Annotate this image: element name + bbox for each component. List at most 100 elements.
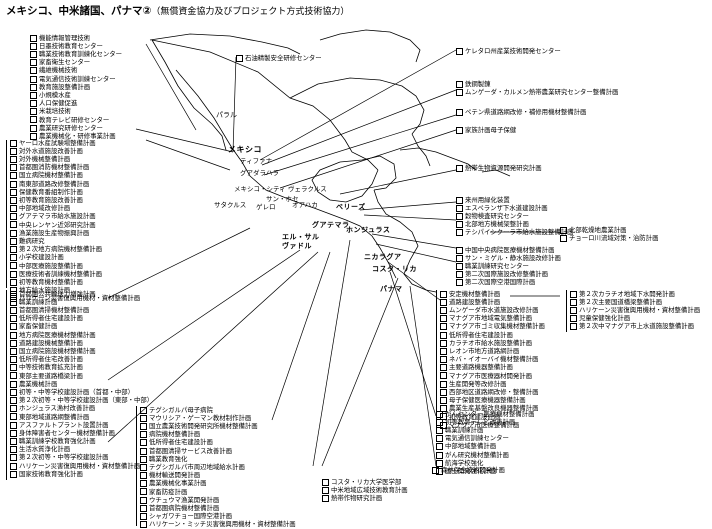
label-entry-2: 対外機械整備計画 <box>10 155 140 163</box>
label-marker <box>30 124 37 132</box>
label-marker <box>456 196 463 204</box>
label-entry-12: 難病研究 <box>10 237 140 245</box>
label-marker <box>440 356 447 364</box>
label-marker <box>456 254 463 262</box>
label-marker <box>456 271 463 279</box>
label-marker <box>436 426 443 434</box>
label-marker <box>10 323 17 331</box>
label-marker <box>10 172 17 180</box>
label-entry-5: 南東部道路改修整備計画 <box>10 180 140 188</box>
label-marker <box>440 331 447 339</box>
label-marker <box>10 180 17 188</box>
label-marker <box>570 323 577 331</box>
label-marker <box>30 83 37 91</box>
label-entry-3: 電気通信訓練センター <box>436 435 534 443</box>
group-w-left: ヤーロ水産試験場整備計画 対外水道施設改善計画 対外機械整備計画 首都圏消防機材… <box>10 139 140 303</box>
label-entry-0: 家族計画母子保健 <box>456 126 516 134</box>
label-marker <box>436 467 443 475</box>
label-entry-3: 首都圏消防機材整備計画 <box>10 164 140 172</box>
group-right-far: 北部乾燥地農業計画 チョーロ川流域対策・治防計画 <box>560 226 658 242</box>
label-marker <box>140 488 147 496</box>
label-entry-1: 第２次主要国道橋梁整備計画 <box>570 298 700 306</box>
central-america-south <box>373 189 437 293</box>
label-entry-7: 国土開発強化計画 <box>436 467 534 475</box>
label-entry-14: ホンジュラス漁村改善計画 <box>10 405 153 413</box>
label-marker <box>30 67 37 75</box>
label-entry-11: 農業機械計画 <box>10 380 153 388</box>
label-entry-6: カラチオ市給水施設整備計画 <box>440 339 545 347</box>
cuba <box>399 147 477 171</box>
label-entry-0: 来州用緑化装置 <box>456 196 573 204</box>
label-marker <box>456 80 463 88</box>
group-right-2: 鉄鋼製錬 ムンゲーダ・カルメン熱帯農業研究センター整備計画 <box>456 80 618 96</box>
city-tijuana: ティファナ <box>240 157 273 165</box>
city-guadalajara: グアダラハラ <box>240 169 279 177</box>
label-entry-0: コスタ・リカ大学医学部 <box>322 478 408 486</box>
label-marker <box>10 237 17 245</box>
country-el-salvador: エル・サルヴァドル <box>282 233 320 250</box>
label-marker <box>456 262 463 270</box>
label-entry-9: 米栽培技術 <box>30 108 122 116</box>
label-marker <box>30 116 37 124</box>
bracket-sw-left <box>6 290 7 480</box>
label-marker <box>10 446 17 454</box>
label-entry-19: 生活水質浄化計画 <box>10 446 153 454</box>
label-marker <box>10 147 17 155</box>
label-entry-6: 道路建設機械整備計画 <box>10 339 153 347</box>
leader-line <box>279 129 457 189</box>
label-marker <box>10 364 17 372</box>
label-marker <box>30 34 37 42</box>
label-entry-5: 低所得者住宅建設計画 <box>440 331 545 339</box>
label-marker <box>436 443 443 451</box>
label-entry-14: 農業生産基盤改良機器整備計画 <box>440 405 545 413</box>
label-marker <box>436 451 443 459</box>
city-gueja: ゲレロ <box>256 203 276 211</box>
label-marker <box>10 290 17 298</box>
leader-line <box>409 285 437 467</box>
label-marker <box>30 100 37 108</box>
label-entry-18: 職業訓練学校教育強化計画 <box>10 437 153 445</box>
label-marker <box>440 306 447 314</box>
label-marker <box>10 295 17 303</box>
label-entry-11: 漁業施設生産物振興計画 <box>10 229 140 237</box>
label-entry-2: ハリケーン災害復興用機材・資材整備計画 <box>570 306 700 314</box>
label-marker <box>570 298 577 306</box>
label-marker <box>10 278 17 286</box>
label-entry-18: 地方給水施設計画 <box>10 286 140 294</box>
label-marker <box>30 75 37 83</box>
label-entry-13: 第２次地方病院機材整備計画 <box>10 245 140 254</box>
label-entry-3: 児童保健強化計画 <box>570 315 700 323</box>
label-entry-2: 国立農業技術開発研究所機材整備計画 <box>140 422 296 430</box>
label-entry-13: 母子保健医療機器整備計画 <box>440 396 545 405</box>
label-marker <box>30 132 37 140</box>
label-marker <box>456 246 463 254</box>
label-marker <box>10 470 17 478</box>
country-belize: ベリーズ <box>336 203 366 211</box>
group-panama-bottom: 森林保全技術開発計画 <box>432 466 505 474</box>
label-entry-4: 家畜保健計画 <box>10 323 153 331</box>
label-marker <box>456 126 463 134</box>
label-marker <box>140 513 147 521</box>
label-entry-2: 熱帯作物研究計画 <box>322 494 408 502</box>
label-marker <box>10 246 17 254</box>
country-honduras: ホンジュラス <box>346 226 391 234</box>
label-entry-10: 家畜防疫計画 <box>140 488 296 496</box>
leader-line <box>271 251 331 421</box>
leader-line <box>232 56 237 153</box>
label-entry-12: 首都圏病院機材整備計画 <box>140 504 296 512</box>
leader-line <box>145 43 197 131</box>
label-marker <box>456 204 463 212</box>
label-entry-0: がんセンター医療機材整備計画 <box>436 410 534 418</box>
label-marker <box>10 196 17 204</box>
us-gulf-coast <box>289 77 425 135</box>
leader-lines <box>107 43 560 467</box>
label-entry-20: 第２次初等・中等学校建設計画 <box>10 454 153 462</box>
florida <box>411 133 431 167</box>
label-entry-14: 小学校建設計画 <box>10 254 140 262</box>
label-entry-7: 初等教育施設改善計画 <box>10 196 140 204</box>
label-entry-4: マナグア市ゴミ収集機材整備計画 <box>440 323 545 331</box>
label-marker <box>10 413 17 421</box>
label-entry-16: 医療技術者訓練機材整備計画 <box>10 270 140 278</box>
label-entry-15: 中部医療施設整備計画 <box>10 262 140 270</box>
label-entry-0: 熱帯生物資源開発研究計画 <box>456 164 542 172</box>
